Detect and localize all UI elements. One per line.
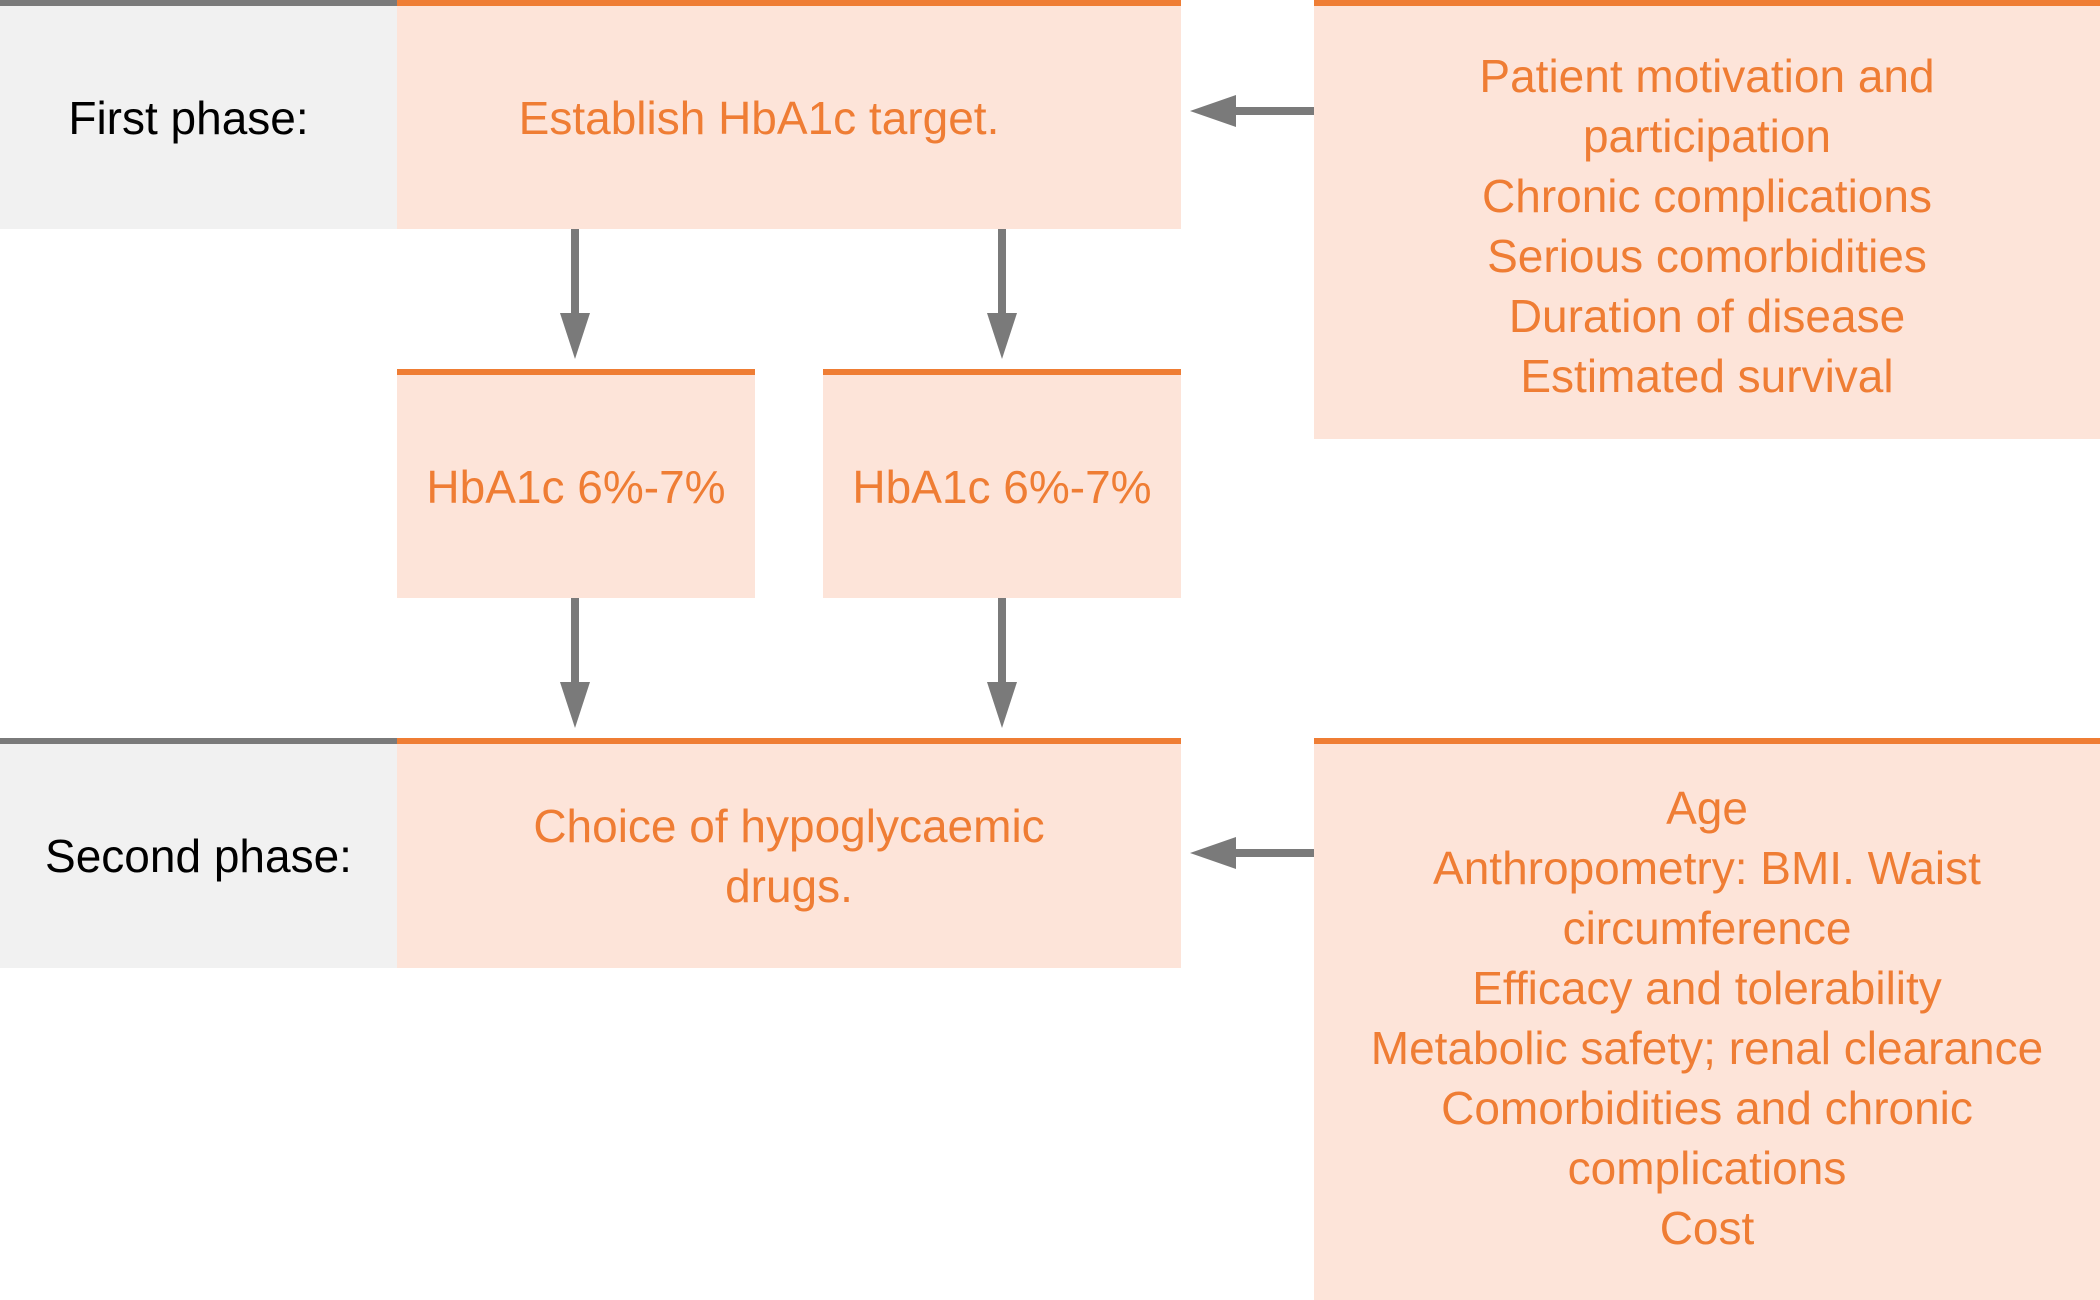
factor-line: circumference bbox=[1562, 902, 1852, 954]
second-phase-label-box: Second phase: bbox=[0, 738, 397, 968]
factor-line: participation bbox=[1582, 110, 1832, 162]
first-phase-label: First phase: bbox=[68, 91, 309, 144]
first-phase-label-box: First phase: bbox=[0, 0, 397, 229]
drug-choice-box: Choice of hypoglycaemic drugs. bbox=[397, 738, 1181, 968]
arrow-down-right-2 bbox=[987, 598, 1017, 728]
factor-line: Metabolic safety; renal clearance bbox=[1370, 1022, 2044, 1074]
factor-line: Comorbidities and chronic bbox=[1441, 1082, 1973, 1134]
second-phase-factors-box: Age Anthropometry: BMI. Waist circumfere… bbox=[1314, 738, 2100, 1300]
factor-line: Patient motivation and bbox=[1479, 50, 1935, 102]
target-left-box: HbA1c 6%-7% bbox=[397, 369, 755, 598]
arrow-down-right-1 bbox=[987, 229, 1017, 359]
second-phase-label: Second phase: bbox=[45, 830, 352, 882]
arrow-down-left-2 bbox=[560, 598, 590, 728]
target-right-text: HbA1c 6%-7% bbox=[852, 460, 1152, 513]
factor-line: Serious comorbidities bbox=[1487, 230, 1927, 282]
factor-line: Duration of disease bbox=[1508, 290, 1906, 342]
first-phase-factors-box: Patient motivation and participation Chr… bbox=[1314, 0, 2100, 439]
drug-choice-text-line: drugs. bbox=[725, 860, 853, 912]
target-right-box: HbA1c 6%-7% bbox=[823, 369, 1181, 598]
factor-line: Estimated survival bbox=[1520, 350, 1894, 402]
establish-target-box: Establish HbA1c target. bbox=[397, 0, 1181, 229]
target-left-text: HbA1c 6%-7% bbox=[426, 460, 726, 513]
factor-line: Anthropometry: BMI. Waist bbox=[1433, 842, 1981, 894]
factor-line: Age bbox=[1666, 782, 1748, 834]
factor-line: Chronic complications bbox=[1482, 170, 1932, 222]
factor-line: complications bbox=[1567, 1142, 1847, 1194]
arrow-down-left-1 bbox=[560, 229, 590, 359]
establish-target-text: Establish HbA1c target. bbox=[518, 91, 1000, 144]
arrow-left-factors-2 bbox=[1190, 837, 1314, 869]
drug-choice-text-line: Choice of hypoglycaemic bbox=[533, 800, 1045, 852]
arrow-left-factors-1 bbox=[1190, 95, 1314, 127]
factor-line: Efficacy and tolerability bbox=[1472, 962, 1942, 1014]
factor-line: Cost bbox=[1659, 1202, 1755, 1254]
